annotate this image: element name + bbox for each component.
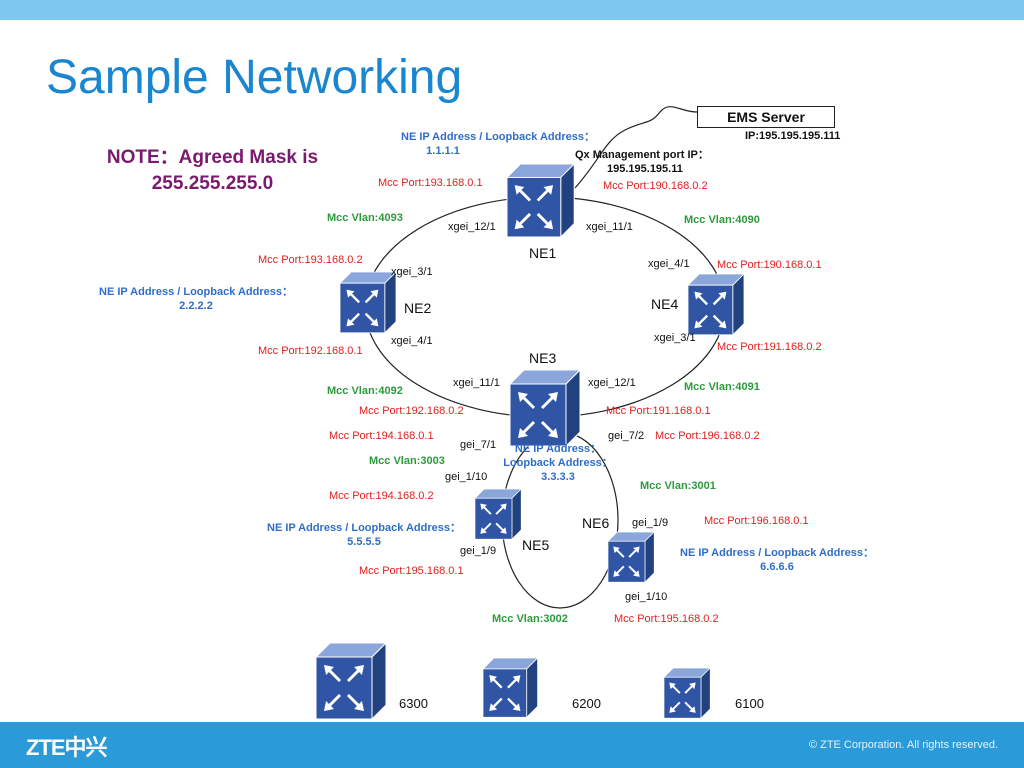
vlan-3002: Mcc Vlan:3002 bbox=[492, 613, 568, 625]
vlan-4091: Mcc Vlan:4091 bbox=[684, 381, 760, 393]
ne3-ip-value: 3.3.3.3 bbox=[541, 471, 575, 483]
ne2-ip-block: NE IP Address / Loopback Address： 2.2.2.… bbox=[86, 285, 306, 313]
ne6-router-icon bbox=[607, 531, 656, 584]
ne3-router-icon bbox=[508, 368, 582, 448]
device-6300-label: 6300 bbox=[399, 696, 428, 711]
ems-ip: IP:195.195.195.111 bbox=[745, 130, 841, 142]
ne5-if-gei-1-9: gei_1/9 bbox=[460, 545, 497, 557]
ne6-mcc-port-196: Mcc Port:196.168.0.1 bbox=[704, 515, 809, 527]
ne3-ip-label: NE IP Address： bbox=[514, 443, 602, 455]
ne6-if-gei-1-10: gei_1/10 bbox=[625, 591, 668, 603]
qx-port-ip: 195.195.195.11 bbox=[607, 163, 683, 175]
ne5-name: NE5 bbox=[522, 537, 550, 553]
ne2-name: NE2 bbox=[404, 300, 432, 316]
device-6100-label: 6100 bbox=[735, 696, 764, 711]
ne5-ip-label: NE IP Address / Loopback Address： bbox=[267, 522, 461, 534]
ne3-if-gei-7-1: gei_7/1 bbox=[460, 439, 497, 451]
ne1-mcc-port-193: Mcc Port:193.168.0.1 bbox=[378, 177, 483, 189]
ne1-mcc-port-190: Mcc Port:190.168.0.2 bbox=[603, 180, 708, 192]
ne6-mcc-port-195: Mcc Port:195.168.0.2 bbox=[614, 613, 719, 625]
vlan-4090: Mcc Vlan:4090 bbox=[684, 214, 760, 226]
ne5-ip-value: 5.5.5.5 bbox=[347, 536, 381, 548]
ne1-if-xgei-12-1: xgei_12/1 bbox=[448, 221, 496, 233]
ne2-ip-label: NE IP Address / Loopback Address： bbox=[99, 286, 293, 298]
ne3-mcc-port-194: Mcc Port:194.168.0.1 bbox=[329, 430, 434, 442]
ne6-name: NE6 bbox=[582, 515, 610, 531]
ne4-name: NE4 bbox=[651, 296, 679, 312]
ne6-ip-value: 6.6.6.6 bbox=[760, 561, 794, 573]
ne4-router-icon bbox=[686, 272, 746, 337]
vlan-4093: Mcc Vlan:4093 bbox=[327, 212, 403, 224]
ne1-ip-block: NE IP Address / Loopback Address： 1.1.1.… bbox=[388, 130, 608, 158]
slide-title: Sample Networking bbox=[46, 51, 463, 104]
ne5-ip-block: NE IP Address / Loopback Address： 5.5.5.… bbox=[254, 521, 474, 549]
vlan-4092: Mcc Vlan:4092 bbox=[327, 385, 403, 397]
ne3-if-xgei-12-1: xgei_12/1 bbox=[588, 377, 636, 389]
ne5-mcc-port-195: Mcc Port:195.168.0.1 bbox=[359, 565, 464, 577]
ne3-if-gei-7-2: gei_7/2 bbox=[608, 430, 645, 442]
ne3-mcc-port-196: Mcc Port:196.168.0.2 bbox=[655, 430, 760, 442]
qx-port-label: Qx Management port IP： bbox=[575, 149, 709, 161]
ne6-ip-label: NE IP Address / Loopback Address： bbox=[680, 547, 874, 559]
ne4-if-xgei-4-1: xgei_4/1 bbox=[648, 258, 690, 270]
ne1-ip-value: 1.1.1.1 bbox=[426, 145, 460, 157]
ne5-mcc-port-194: Mcc Port:194.168.0.2 bbox=[329, 490, 434, 502]
ne5-if-gei-1-10: gei_1/10 bbox=[445, 471, 488, 483]
ems-link bbox=[574, 106, 698, 189]
ne3-if-xgei-11-1: xgei_11/1 bbox=[453, 377, 500, 389]
zte-logo: ZTE中兴 bbox=[26, 735, 108, 760]
ne4-mcc-port-190: Mcc Port:190.168.0.1 bbox=[717, 259, 822, 271]
ne2-ip-value: 2.2.2.2 bbox=[179, 300, 213, 312]
ne2-if-xgei-4-1: xgei_4/1 bbox=[391, 335, 433, 347]
vlan-3001: Mcc Vlan:3001 bbox=[640, 480, 716, 492]
device-6100-icon bbox=[663, 667, 712, 720]
copyright-text: © ZTE Corporation. All rights reserved. bbox=[808, 739, 998, 751]
ne2-mcc-port-193: Mcc Port:193.168.0.2 bbox=[258, 254, 363, 266]
ne3-name: NE3 bbox=[529, 350, 557, 366]
device-6200-label: 6200 bbox=[572, 696, 601, 711]
ne4-mcc-port-191: Mcc Port:191.168.0.2 bbox=[717, 341, 822, 353]
note-line-2: 255.255.255.0 bbox=[151, 173, 274, 194]
ne4-if-xgei-3-1: xgei_3/1 bbox=[654, 332, 696, 344]
ne2-if-xgei-3-1: xgei_3/1 bbox=[391, 266, 433, 278]
ne2-router-icon bbox=[338, 270, 398, 334]
note-line-1: NOTE：Agreed Mask is bbox=[106, 147, 319, 168]
ne1-if-xgei-11-1: xgei_11/1 bbox=[586, 221, 633, 233]
vlan-3003: Mcc Vlan:3003 bbox=[369, 455, 445, 467]
ems-server-box: EMS Server bbox=[697, 106, 835, 128]
ne6-if-gei-1-9: gei_1/9 bbox=[632, 517, 669, 529]
ne3-mcc-port-191: Mcc Port:191.168.0.1 bbox=[606, 405, 711, 417]
ne3-loopback-label: Loopback Address： bbox=[503, 457, 613, 469]
ne1-router-icon bbox=[505, 162, 576, 239]
ne1-name: NE1 bbox=[529, 245, 557, 261]
device-6200-icon bbox=[481, 656, 539, 719]
note-text: NOTE：Agreed Mask is 255.255.255.0 bbox=[80, 145, 345, 197]
ne3-ip-block: NE IP Address： Loopback Address： 3.3.3.3 bbox=[498, 442, 618, 484]
ne2-mcc-port-192: Mcc Port:192.168.0.1 bbox=[258, 345, 363, 357]
ne3-mcc-port-192: Mcc Port:192.168.0.2 bbox=[359, 405, 464, 417]
top-banner bbox=[0, 0, 1024, 20]
device-6300-icon bbox=[314, 641, 388, 721]
ne1-ip-label: NE IP Address / Loopback Address： bbox=[401, 131, 595, 143]
ne6-ip-block: NE IP Address / Loopback Address： 6.6.6.… bbox=[667, 546, 887, 574]
footer-bar: ZTE中兴 © ZTE Corporation. All rights rese… bbox=[0, 722, 1024, 768]
ne5-router-icon bbox=[474, 488, 523, 541]
